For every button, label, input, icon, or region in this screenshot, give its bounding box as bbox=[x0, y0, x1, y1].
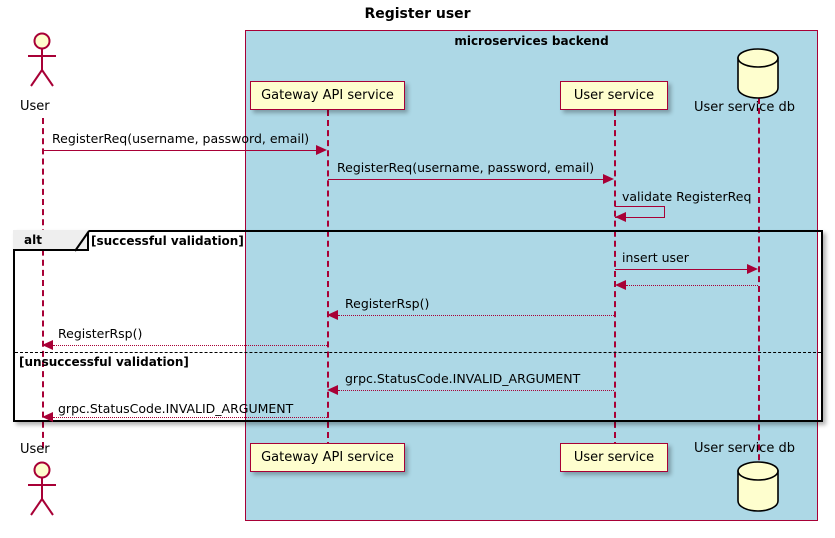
alt-fragment-tab-notch-outline bbox=[74, 230, 90, 252]
alt-fragment-divider bbox=[15, 352, 821, 353]
message-self-loop-m3 bbox=[615, 206, 665, 218]
participant-gateway-top[interactable]: Gateway API service bbox=[250, 81, 405, 110]
message-label-m9: grpc.StatusCode.INVALID_ARGUMENT bbox=[58, 401, 294, 416]
database-userdb-top[interactable] bbox=[736, 48, 780, 99]
message-arrowhead-m6 bbox=[327, 310, 338, 320]
alt-fragment-guard-0: [successful validation] bbox=[91, 234, 244, 248]
group-box-label: microservices backend bbox=[454, 34, 609, 48]
actor-user-top[interactable] bbox=[24, 32, 60, 92]
participant-userservice-top[interactable]: User service bbox=[560, 81, 668, 110]
database-userdb-top-label: User service db bbox=[694, 100, 795, 115]
message-line-m5 bbox=[626, 285, 758, 286]
message-arrowhead-m5 bbox=[615, 280, 626, 290]
message-label-m2: RegisterReq(username, password, email) bbox=[337, 160, 595, 175]
actor-icon bbox=[28, 32, 56, 87]
actor-icon bbox=[28, 461, 56, 516]
alt-fragment-guard-1: [unsuccessful validation] bbox=[19, 355, 189, 369]
message-label-m1: RegisterReq(username, password, email) bbox=[52, 131, 310, 146]
message-arrowhead-m8 bbox=[327, 385, 338, 395]
message-label-m8: grpc.StatusCode.INVALID_ARGUMENT bbox=[345, 371, 581, 386]
participant-userservice-top-label: User service bbox=[573, 88, 655, 103]
participant-gateway-top-label: Gateway API service bbox=[261, 88, 394, 103]
actor-user-top-label: User bbox=[20, 99, 50, 114]
actor-user-bottom-label: User bbox=[20, 442, 50, 457]
message-arrowhead-m1 bbox=[316, 145, 327, 155]
message-label-m4: insert user bbox=[622, 250, 689, 265]
message-arrowhead-m7 bbox=[42, 340, 53, 350]
message-line-m7 bbox=[53, 345, 327, 346]
participant-userservice-bottom[interactable]: User service bbox=[560, 443, 668, 472]
message-arrowhead-m9 bbox=[42, 412, 53, 422]
database-userdb-bottom-label: User service db bbox=[694, 441, 795, 456]
message-line-m4 bbox=[615, 269, 748, 270]
lifeline-gateway bbox=[327, 110, 329, 448]
message-label-m3: validate RegisterReq bbox=[622, 189, 752, 204]
message-line-m2 bbox=[328, 179, 604, 180]
message-arrowhead-m4 bbox=[747, 264, 758, 274]
page-title: Register user bbox=[364, 6, 471, 22]
message-line-m9 bbox=[53, 417, 327, 418]
message-label-m7: RegisterRsp() bbox=[58, 326, 143, 341]
message-label-m6: RegisterRsp() bbox=[345, 296, 430, 311]
database-icon bbox=[737, 461, 779, 512]
lifeline-userservice bbox=[614, 110, 616, 448]
message-line-m8 bbox=[338, 390, 614, 391]
database-userdb-bottom[interactable] bbox=[736, 461, 780, 512]
database-icon bbox=[737, 48, 779, 99]
message-arrowhead-m2 bbox=[603, 174, 614, 184]
actor-user-bottom[interactable] bbox=[24, 461, 60, 521]
participant-gateway-bottom-label: Gateway API service bbox=[261, 450, 394, 465]
message-line-m1 bbox=[43, 150, 318, 151]
message-line-m6 bbox=[338, 315, 614, 316]
lifeline-userdb bbox=[758, 98, 760, 480]
group-box-microservices-backend bbox=[245, 30, 818, 521]
lifeline-user bbox=[42, 118, 44, 448]
alt-fragment-keyword: alt bbox=[24, 233, 42, 247]
participant-gateway-bottom[interactable]: Gateway API service bbox=[250, 443, 405, 472]
participant-userservice-bottom-label: User service bbox=[573, 450, 655, 465]
message-arrowhead-m3 bbox=[615, 212, 626, 222]
